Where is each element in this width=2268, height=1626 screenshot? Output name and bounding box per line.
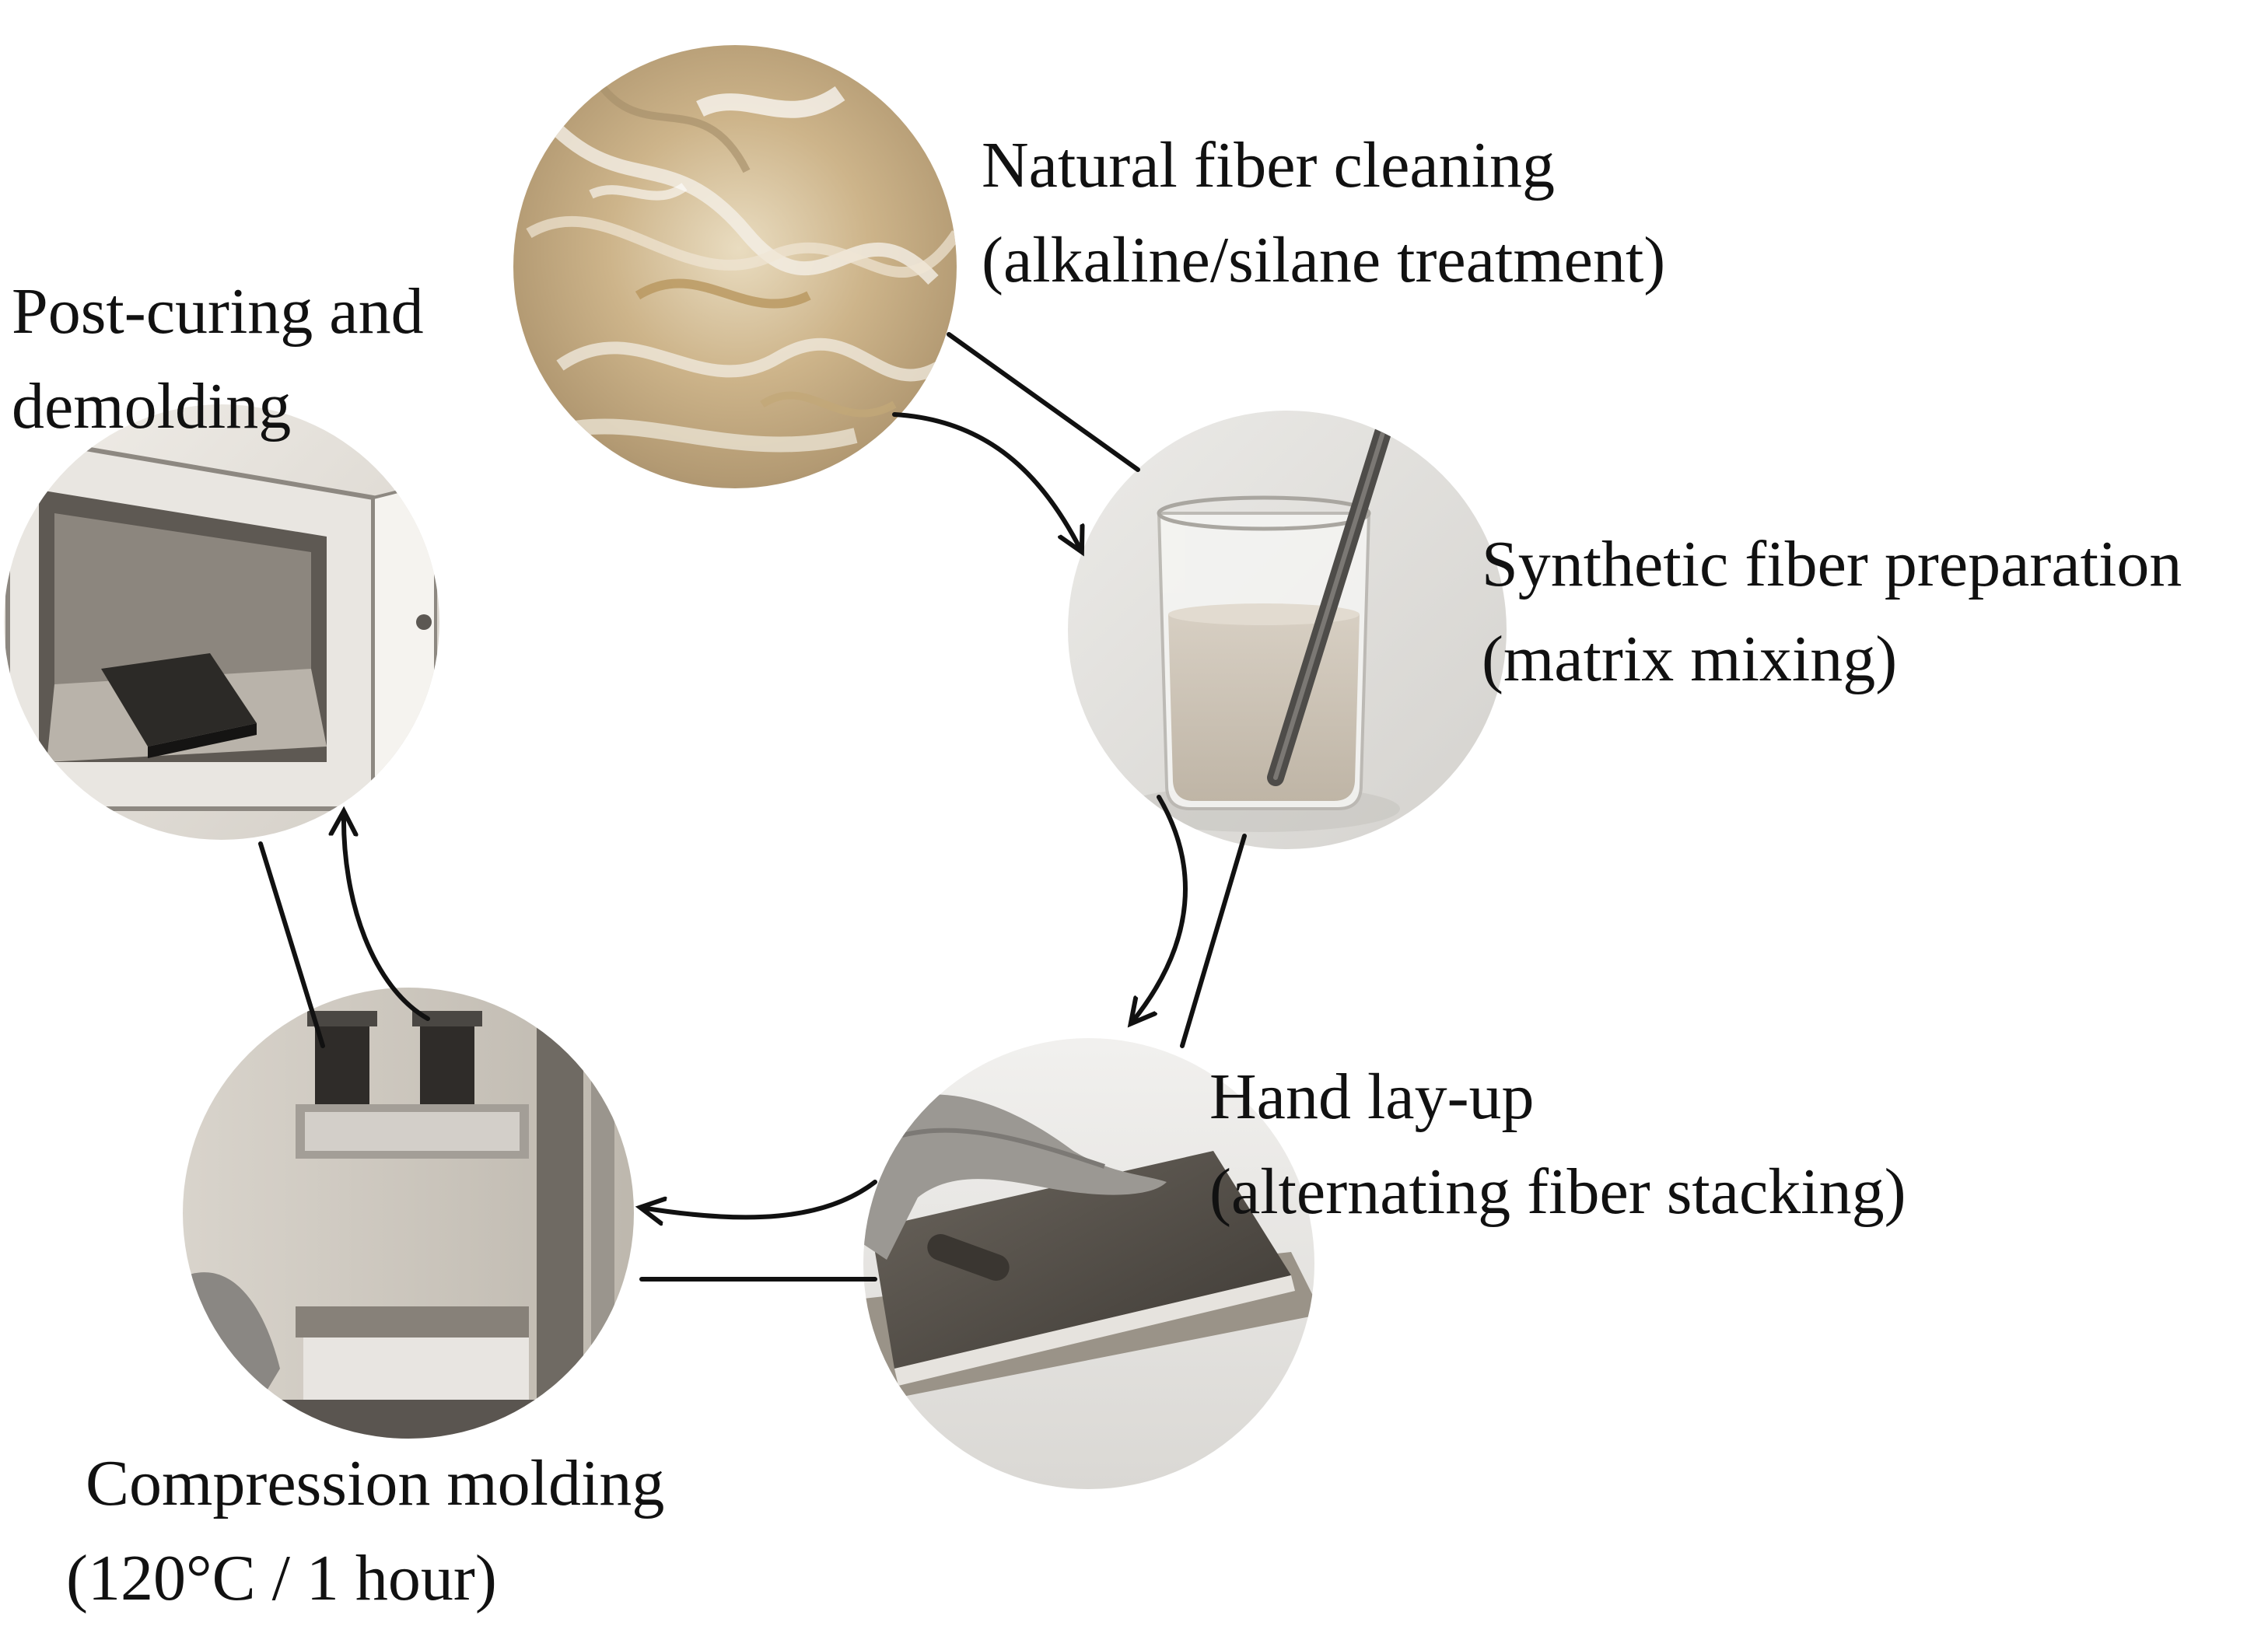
step-detail: (alkaline/silane treatment) bbox=[982, 224, 1666, 296]
step-title: Compression molding bbox=[86, 1447, 665, 1519]
step-label-synthetic-fiber: Synthetic fiber preparation (matrix mixi… bbox=[1482, 517, 2182, 707]
step-title: Post-curing and bbox=[12, 275, 424, 348]
step-label-hand-lay-up: Hand lay-up (alternating fiber stacking) bbox=[1209, 1050, 1906, 1240]
arrow-compression-to-oven bbox=[344, 813, 430, 1021]
step-detail: (matrix mixing) bbox=[1482, 623, 1898, 695]
step-title: Natural fiber cleaning bbox=[982, 129, 1555, 201]
connector-compression-to-oven bbox=[258, 841, 325, 1048]
step-detail: (alternating fiber stacking) bbox=[1209, 1156, 1906, 1228]
connector-synthetic-to-layup bbox=[1180, 834, 1247, 1048]
arrow-synthetic-to-layup bbox=[1132, 795, 1188, 1023]
connector-natural-to-synthetic bbox=[947, 332, 1140, 472]
cycle-connectors bbox=[258, 332, 1247, 1282]
step-label-natural-fiber: Natural fiber cleaning (alkaline/silane … bbox=[982, 118, 1665, 308]
oven-photo bbox=[4, 404, 439, 840]
step-title: Synthetic fiber preparation bbox=[1482, 528, 2182, 600]
beaker-photo bbox=[1068, 411, 1507, 849]
hand-layup-photo bbox=[863, 1038, 1314, 1489]
step-detail: (120°C / 1 hour) bbox=[66, 1542, 497, 1614]
step-label-compression-molding: Compression molding (120°C / 1 hour) bbox=[66, 1436, 665, 1626]
step-detail: demolding bbox=[12, 370, 292, 442]
natural-fiber-photo bbox=[513, 45, 957, 488]
arrow-layup-to-compression bbox=[642, 1180, 877, 1217]
arrow-natural-to-synthetic bbox=[892, 412, 1081, 551]
step-label-post-curing: Post-curing and demolding bbox=[12, 264, 424, 454]
step-title: Hand lay-up bbox=[1209, 1061, 1535, 1133]
compression-molding-photo bbox=[183, 988, 634, 1439]
